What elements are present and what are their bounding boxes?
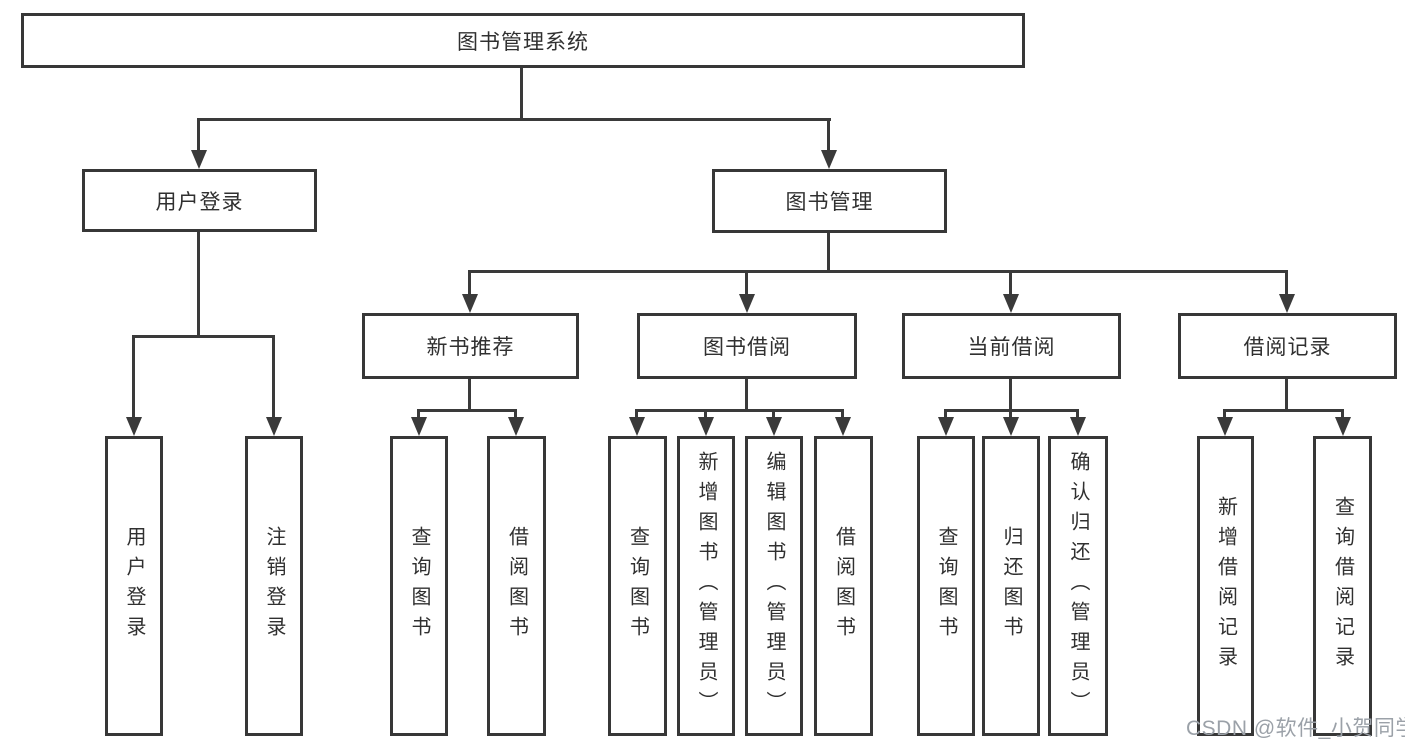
node-book-management: 图书管理 bbox=[712, 169, 947, 233]
connector-line bbox=[272, 335, 275, 419]
node-leaf-return-book: 归还图书 bbox=[982, 436, 1040, 736]
connector-arrow bbox=[1279, 294, 1295, 313]
node-leaf-query-borrow-record-label: 查询借阅记录 bbox=[1331, 496, 1354, 676]
connector-arrow bbox=[766, 417, 782, 436]
node-leaf-borrow-query-book-label: 查询图书 bbox=[626, 526, 649, 646]
node-leaf-recommend-borrow-book: 借阅图书 bbox=[487, 436, 546, 736]
node-leaf-add-borrow-record: 新增借阅记录 bbox=[1197, 436, 1254, 736]
node-user-login-label: 用户登录 bbox=[155, 190, 244, 214]
connector-line bbox=[841, 409, 844, 421]
connector-line bbox=[468, 270, 471, 296]
connector-line bbox=[1285, 379, 1288, 412]
connector-line bbox=[417, 409, 517, 412]
node-leaf-edit-book-admin-label: 编辑图书（管理员） bbox=[763, 451, 785, 721]
node-leaf-add-borrow-record-label: 新增借阅记录 bbox=[1214, 496, 1237, 676]
node-leaf-confirm-return-admin: 确认归还（管理员） bbox=[1048, 436, 1108, 736]
node-leaf-borrow-book: 借阅图书 bbox=[814, 436, 873, 736]
node-leaf-recommend-borrow-book-label: 借阅图书 bbox=[505, 526, 528, 646]
node-leaf-current-query-book: 查询图书 bbox=[917, 436, 975, 736]
connector-line bbox=[198, 118, 831, 121]
connector-line bbox=[745, 379, 748, 412]
connector-line bbox=[1285, 270, 1288, 296]
connector-arrow bbox=[411, 417, 427, 436]
node-leaf-recommend-query-book: 查询图书 bbox=[390, 436, 448, 736]
connector-line bbox=[635, 409, 638, 421]
connector-line bbox=[132, 335, 135, 419]
node-leaf-add-book-admin-label: 新增图书（管理员） bbox=[695, 451, 717, 721]
node-leaf-current-query-book-label: 查询图书 bbox=[935, 526, 957, 646]
connector-arrow bbox=[126, 417, 142, 436]
connector-arrow bbox=[462, 294, 478, 313]
node-leaf-logout: 注销登录 bbox=[245, 436, 303, 736]
node-book-borrow: 图书借阅 bbox=[637, 313, 857, 379]
connector-line bbox=[468, 270, 1288, 273]
connector-arrow bbox=[1335, 417, 1351, 436]
node-root: 图书管理系统 bbox=[21, 13, 1025, 68]
csdn-watermark: CSDN @软件_小贺同学 bbox=[1186, 717, 1405, 740]
connector-arrow bbox=[1070, 417, 1086, 436]
connector-line bbox=[745, 270, 748, 296]
connector-arrow bbox=[266, 417, 282, 436]
connector-arrow bbox=[821, 150, 837, 169]
node-user-login: 用户登录 bbox=[82, 169, 317, 232]
connector-arrow bbox=[698, 417, 714, 436]
node-current-borrow-label: 当前借阅 bbox=[967, 336, 1056, 359]
node-leaf-user-login-label: 用户登录 bbox=[123, 526, 145, 646]
connector-line bbox=[827, 233, 830, 273]
connector-arrow bbox=[739, 294, 755, 313]
connector-line bbox=[1009, 409, 1012, 421]
node-root-label: 图书管理系统 bbox=[457, 30, 589, 54]
connector-line bbox=[514, 409, 517, 421]
node-leaf-edit-book-admin: 编辑图书（管理员） bbox=[745, 436, 803, 736]
node-leaf-borrow-query-book: 查询图书 bbox=[608, 436, 667, 736]
node-book-management-label: 图书管理 bbox=[785, 191, 874, 214]
connector-line bbox=[197, 118, 200, 153]
connector-line bbox=[1009, 270, 1012, 296]
connector-line bbox=[468, 379, 471, 412]
connector-line bbox=[1076, 409, 1079, 421]
connector-line bbox=[417, 409, 420, 421]
node-leaf-return-book-label: 归还图书 bbox=[1000, 526, 1022, 646]
node-leaf-recommend-query-book-label: 查询图书 bbox=[408, 526, 430, 646]
connector-line bbox=[704, 409, 707, 421]
node-leaf-confirm-return-admin-label: 确认归还（管理员） bbox=[1067, 451, 1089, 721]
connector-arrow bbox=[191, 150, 207, 169]
node-book-borrow-label: 图书借阅 bbox=[703, 336, 791, 359]
connector-line bbox=[197, 232, 200, 338]
node-leaf-query-borrow-record: 查询借阅记录 bbox=[1313, 436, 1372, 736]
connector-arrow bbox=[508, 417, 524, 436]
connector-line bbox=[132, 335, 275, 338]
connector-line bbox=[772, 409, 775, 421]
node-leaf-user-login: 用户登录 bbox=[105, 436, 163, 736]
connector-line bbox=[827, 118, 830, 153]
connector-line bbox=[635, 409, 844, 412]
node-new-book-recommend-label: 新书推荐 bbox=[426, 336, 515, 359]
connector-arrow bbox=[938, 417, 954, 436]
connector-line bbox=[1341, 409, 1344, 421]
connector-line bbox=[1223, 409, 1344, 412]
node-current-borrow: 当前借阅 bbox=[902, 313, 1121, 379]
connector-arrow bbox=[1217, 417, 1233, 436]
node-borrow-record: 借阅记录 bbox=[1178, 313, 1397, 379]
connector-line bbox=[1223, 409, 1226, 421]
connector-arrow bbox=[629, 417, 645, 436]
connector-line bbox=[520, 66, 523, 120]
node-leaf-logout-label: 注销登录 bbox=[263, 526, 285, 646]
connector-line bbox=[1009, 379, 1012, 412]
connector-arrow bbox=[1003, 294, 1019, 313]
node-leaf-borrow-book-label: 借阅图书 bbox=[832, 526, 855, 646]
connector-line bbox=[944, 409, 947, 421]
connector-arrow bbox=[1003, 417, 1019, 436]
node-new-book-recommend: 新书推荐 bbox=[362, 313, 579, 379]
node-borrow-record-label: 借阅记录 bbox=[1243, 336, 1332, 359]
node-leaf-add-book-admin: 新增图书（管理员） bbox=[677, 436, 735, 736]
connector-arrow bbox=[835, 417, 851, 436]
